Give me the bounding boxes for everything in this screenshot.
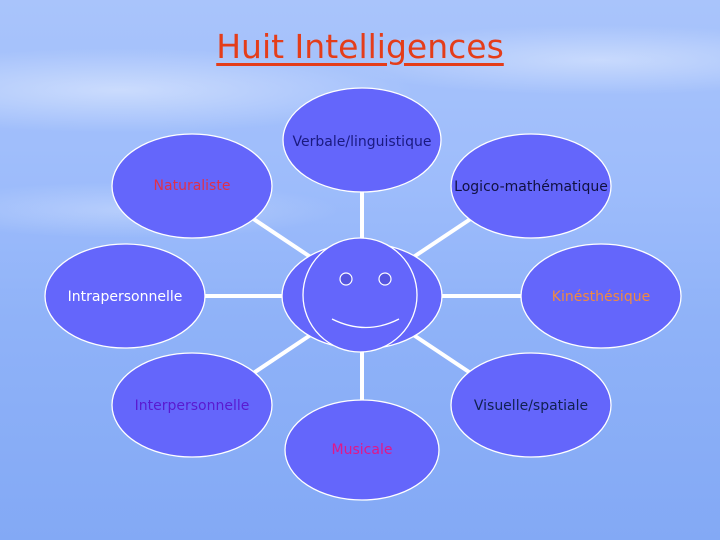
connector-visuelle: [410, 332, 474, 376]
label-intrapersonnelle: Intrapersonnelle: [67, 289, 183, 305]
node-logico[interactable]: [450, 133, 612, 239]
node-intrapersonnelle[interactable]: [44, 243, 206, 349]
connector-interpersonnelle: [250, 332, 314, 376]
label-musicale: Musicale: [331, 442, 393, 458]
center-face-circle: [302, 237, 418, 353]
page-title: Huit Intelligences: [216, 27, 504, 66]
label-logico: Logico-mathématique: [454, 179, 608, 195]
label-interpersonnelle: Interpersonnelle: [134, 398, 250, 414]
node-kinesthesique[interactable]: [520, 243, 682, 349]
label-visuelle: Visuelle/spatiale: [473, 398, 589, 414]
node-musicale[interactable]: [284, 399, 440, 501]
smile-mouth: [331, 318, 400, 329]
left-eye: [339, 272, 353, 286]
connector-naturaliste: [250, 216, 314, 260]
label-kinesthesique: Kinésthésique: [551, 289, 651, 305]
connector-logico: [410, 216, 474, 260]
smiley-face-icon: [281, 237, 443, 353]
node-naturaliste[interactable]: [111, 133, 273, 239]
right-eye: [378, 272, 392, 286]
label-naturaliste: Naturaliste: [153, 178, 231, 194]
node-verbale[interactable]: [282, 87, 442, 193]
node-visuelle[interactable]: [450, 352, 612, 458]
node-interpersonnelle[interactable]: [111, 352, 273, 458]
label-verbale: Verbale/linguistique: [292, 134, 432, 150]
connectors: [204, 192, 521, 402]
